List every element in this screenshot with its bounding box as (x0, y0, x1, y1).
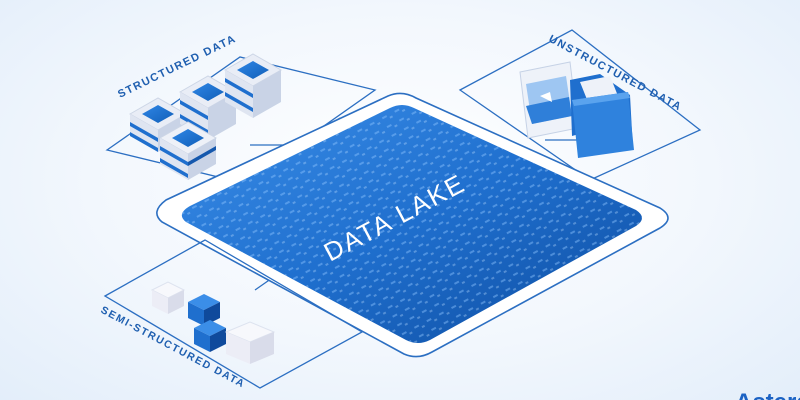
semi-structured-panel-outline (103, 239, 364, 389)
data-lake-platform: DATA LAKE (156, 92, 669, 358)
brand-logo-partial: Astera (735, 389, 800, 400)
cubes-icon (150, 281, 276, 364)
server-stack-icon (128, 53, 283, 180)
folder-video-icon (519, 61, 634, 158)
unstructured-panel-outline (458, 29, 702, 181)
binary-stream-pattern (181, 105, 643, 343)
semi-structured-data-label: SEMI-STRUCTURED DATA (99, 304, 248, 391)
structured-data-panel: STRUCTURED DATA (105, 33, 377, 184)
